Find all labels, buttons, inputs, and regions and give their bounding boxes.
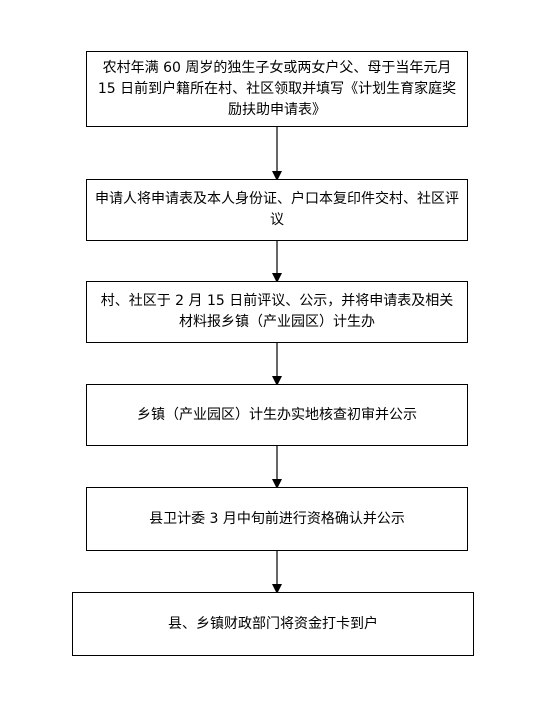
flow-step-3-text: 村、社区于 2 月 15 日前评议、公示，并将申请表及相关材料报乡镇（产业园区）… xyxy=(100,293,454,330)
flow-step-6-text: 县、乡镇财政部门将资金打卡到户 xyxy=(168,615,378,632)
flow-step-6-box: 县、乡镇财政部门将资金打卡到户 xyxy=(72,592,474,656)
arrow-down-icon xyxy=(272,446,282,489)
flow-step-1-box: 农村年满 60 周岁的独生子女或两女户父、母于当年元月 15 日前到户籍所在村、… xyxy=(86,51,468,127)
flow-step-3-box: 村、社区于 2 月 15 日前评议、公示，并将申请表及相关材料报乡镇（产业园区）… xyxy=(86,281,468,343)
arrow-down-icon xyxy=(272,343,282,386)
flow-step-4-box: 乡镇（产业园区）计生办实地核查初审并公示 xyxy=(86,384,468,446)
flow-step-2-box: 申请人将申请表及本人身份证、户口本复印件交村、社区评议 xyxy=(86,179,468,241)
flow-step-4-text: 乡镇（产业园区）计生办实地核查初审并公示 xyxy=(137,406,417,423)
arrow-down-icon xyxy=(272,551,282,594)
flow-step-5-box: 县卫计委 3 月中旬前进行资格确认并公示 xyxy=(86,487,468,551)
flow-step-5-text: 县卫计委 3 月中旬前进行资格确认并公示 xyxy=(149,510,405,527)
arrow-down-icon xyxy=(272,127,282,181)
arrow-down-icon xyxy=(272,241,282,283)
flow-step-2-text: 申请人将申请表及本人身份证、户口本复印件交村、社区评议 xyxy=(95,191,459,228)
flow-step-1-text: 农村年满 60 周岁的独生子女或两女户父、母于当年元月 15 日前到户籍所在村、… xyxy=(97,59,457,118)
